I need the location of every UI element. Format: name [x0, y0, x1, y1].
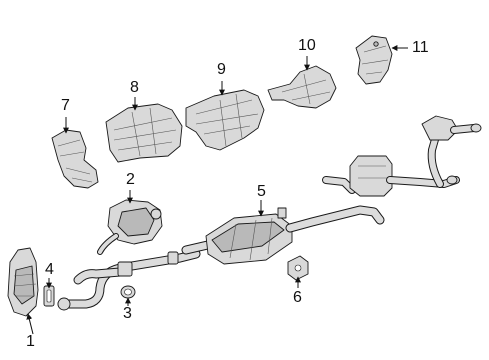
- exhaust-manifold-1: [7, 247, 39, 317]
- heat-shield-10: [267, 65, 337, 109]
- clamp-3: [120, 285, 136, 299]
- callout-2: 2: [126, 171, 135, 188]
- callout-7: 7: [61, 97, 70, 114]
- heat-shield-9: [185, 89, 265, 151]
- leader-1: [26, 313, 34, 335]
- callout-11: 11: [412, 39, 429, 56]
- callout-3: 3: [123, 305, 132, 322]
- heat-shield-8: [105, 103, 183, 163]
- callout-5: 5: [257, 183, 266, 200]
- callout-8: 8: [130, 79, 139, 96]
- gasket-4: [43, 285, 55, 307]
- callout-4: 4: [45, 261, 54, 278]
- callout-10: 10: [298, 37, 316, 54]
- leader-lines: [26, 45, 408, 335]
- callout-1: 1: [26, 333, 35, 350]
- catalytic-converter-2: [97, 199, 163, 255]
- front-pipe: [57, 249, 201, 311]
- hanger-6: [287, 255, 309, 281]
- callout-6: 6: [293, 289, 302, 306]
- muffler-5: [181, 205, 385, 265]
- rear-resonator: [322, 115, 482, 197]
- callout-9: 9: [217, 61, 226, 78]
- heat-shield-7: [51, 129, 99, 189]
- bracket-11: [355, 35, 393, 85]
